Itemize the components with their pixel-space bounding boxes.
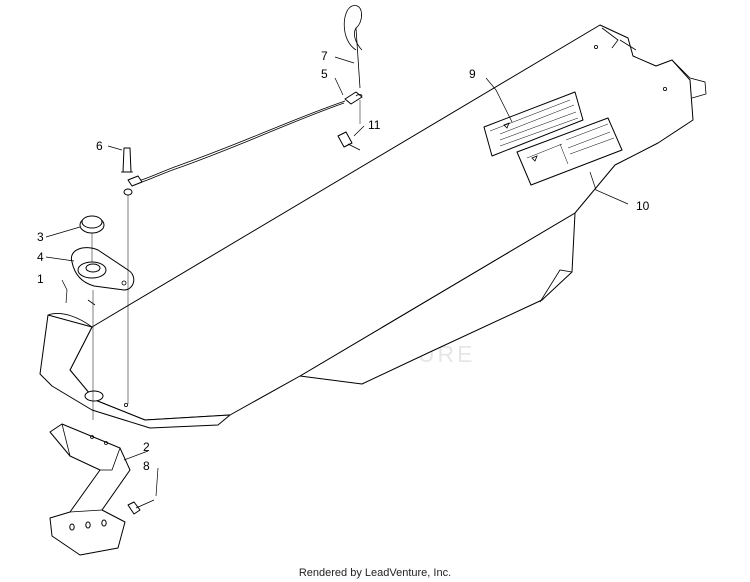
callout-10: 10 [636, 199, 650, 213]
callout-7: 7 [321, 49, 328, 63]
callout-5: 5 [321, 67, 328, 81]
callout-4: 4 [37, 250, 44, 264]
warning-decal-9 [483, 91, 584, 157]
grommet [79, 215, 105, 234]
callout-9: 9 [469, 67, 476, 81]
screw [337, 131, 361, 151]
callout-8: 8 [143, 459, 150, 473]
mount-bracket [70, 247, 135, 291]
callout-labels: 1 2 3 4 5 6 7 8 9 10 11 [37, 49, 650, 473]
skid-plate [39, 24, 707, 429]
callout-3: 3 [37, 230, 44, 244]
callout-11: 11 [368, 118, 381, 132]
leader-lines [45, 56, 629, 497]
lanyard-cable [123, 91, 363, 196]
clevis-pin [121, 147, 133, 173]
warning-decal-10 [516, 117, 623, 186]
assembly-lines [91, 100, 361, 420]
callout-2: 2 [143, 440, 150, 454]
callout-6: 6 [96, 139, 103, 153]
footer-credit: Rendered by LeadVenture, Inc. [299, 567, 451, 579]
lower-bracket [49, 423, 131, 556]
callout-1: 1 [37, 272, 44, 286]
rivet [127, 499, 155, 515]
hitch-pin [343, 5, 363, 89]
